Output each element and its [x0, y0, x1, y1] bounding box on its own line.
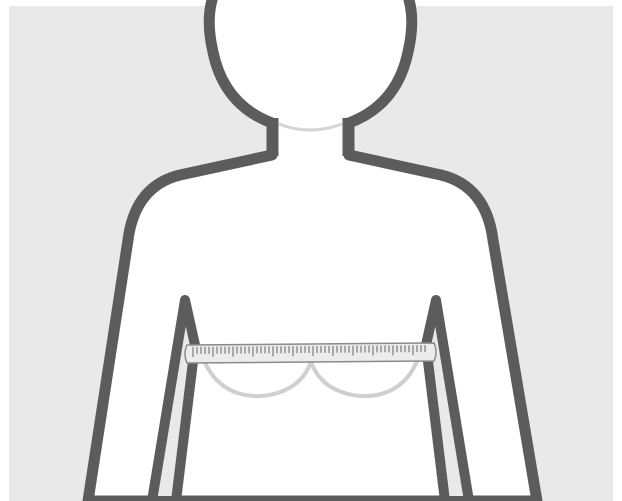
measuring-tape-strip: [185, 343, 436, 363]
measuring-tape: [185, 343, 436, 363]
neck: [278, 118, 343, 158]
